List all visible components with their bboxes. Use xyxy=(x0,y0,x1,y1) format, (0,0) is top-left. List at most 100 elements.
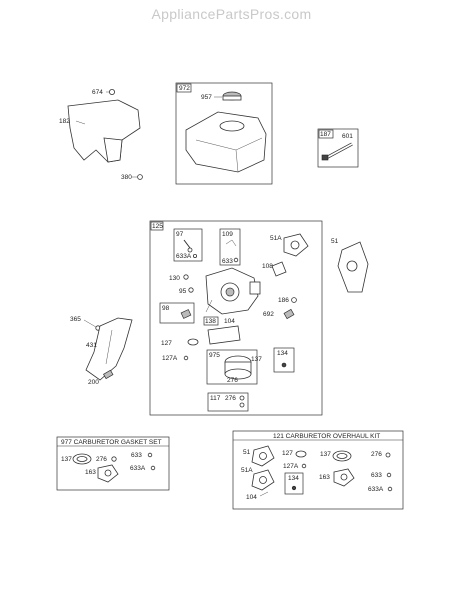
kit121-label-127: 127 xyxy=(282,450,293,457)
part-134[interactable] xyxy=(281,362,287,368)
kit121-label-276: 276 xyxy=(371,451,382,458)
callout-51A: 51A xyxy=(270,235,282,242)
callout-186: 186 xyxy=(278,297,289,304)
kit977-label-137: 137 xyxy=(61,456,72,463)
callout-51: 51 xyxy=(331,238,339,245)
watermark-text: AppliancePartsPros.com xyxy=(151,6,312,22)
kit-977-frame xyxy=(56,436,170,491)
kit977-oring-633[interactable] xyxy=(147,452,153,458)
air-guide-431[interactable] xyxy=(85,317,133,381)
fuel-tank[interactable] xyxy=(185,111,267,173)
kit-977-title: 977 CARBURETOR GASKET SET xyxy=(61,439,162,446)
screw-674[interactable] xyxy=(109,89,116,96)
screw-380[interactable] xyxy=(137,174,143,180)
kit121-label-104: 104 xyxy=(246,494,257,501)
callout-137: 137 xyxy=(251,356,262,363)
part-group-carburetor: 125 97 633A 109 633 51A 130 95 108 xyxy=(149,220,323,416)
kit121-label-51A: 51A xyxy=(241,467,253,474)
oring-633[interactable] xyxy=(233,257,239,263)
spring-97 xyxy=(187,247,193,253)
kit121-oring-633A[interactable] xyxy=(387,486,393,492)
link-109[interactable] xyxy=(225,239,237,247)
carburetor-frame xyxy=(149,220,323,416)
part-117-a[interactable] xyxy=(239,395,245,401)
fuel-line-frame xyxy=(317,128,359,168)
part-group-fuel-tank: 972 957 xyxy=(175,82,273,185)
part-108[interactable] xyxy=(271,261,287,277)
callout-431: 431 xyxy=(86,342,97,349)
callout-117: 117 xyxy=(210,395,221,402)
part-127[interactable] xyxy=(187,338,199,346)
callout-633-109: 633 xyxy=(222,258,233,265)
callout-601: 601 xyxy=(342,133,353,140)
callout-127: 127 xyxy=(161,340,172,347)
part-117-b[interactable] xyxy=(239,402,245,408)
part-186[interactable] xyxy=(291,297,297,303)
callout-97: 97 xyxy=(176,231,184,238)
part-group-gasket-51: 51 xyxy=(331,238,369,293)
screw-98[interactable] xyxy=(180,309,192,319)
part-130[interactable] xyxy=(183,274,189,280)
kit-117-box xyxy=(207,392,249,412)
callout-365: 365 xyxy=(70,316,81,323)
kit977-label-633: 633 xyxy=(131,452,142,459)
callout-130: 130 xyxy=(169,275,180,282)
callout-104: 104 xyxy=(224,318,235,325)
callout-134: 134 xyxy=(277,350,288,357)
screw-200[interactable] xyxy=(103,369,114,380)
float-bowl-138[interactable] xyxy=(207,325,241,345)
fuel-line-clamp xyxy=(321,154,329,161)
kit121-part-127[interactable] xyxy=(295,450,307,458)
kit-134-box xyxy=(273,347,295,373)
part-group-bracket: 674 182 380 xyxy=(59,89,143,181)
callout-127A: 127A xyxy=(162,355,178,362)
fuel-tank-frame xyxy=(175,82,273,185)
kit977-oring-633A[interactable] xyxy=(150,465,156,471)
kit977-ring-276[interactable] xyxy=(111,456,117,462)
screw-692[interactable] xyxy=(283,308,295,320)
callout-109: 109 xyxy=(222,231,233,238)
kit977-label-163: 163 xyxy=(85,469,96,476)
kit-121-carburetor-overhaul-kit: 121 CARBURETOR OVERHAUL KIT 51 127 137 2… xyxy=(232,430,404,510)
kit-977-carburetor-gasket-set: 977 CARBURETOR GASKET SET 137 276 633 63… xyxy=(56,436,170,491)
callout-972: 972 xyxy=(179,85,190,92)
kit977-label-276: 276 xyxy=(96,456,107,463)
kit121-134-box xyxy=(284,472,304,495)
fuel-line-label-box xyxy=(318,129,334,139)
kit121-label-633: 633 xyxy=(371,472,382,479)
part-127A[interactable] xyxy=(183,355,189,361)
callout-98: 98 xyxy=(162,305,170,312)
kit121-pin-104[interactable] xyxy=(259,491,269,497)
kit121-ring-276[interactable] xyxy=(385,452,391,458)
fuel-tank-bracket[interactable] xyxy=(67,99,141,163)
callout-276-117: 276 xyxy=(225,395,236,402)
kit-97-box xyxy=(173,228,203,262)
kit121-part-134[interactable] xyxy=(291,485,297,491)
part-95[interactable] xyxy=(188,287,194,293)
callout-125: 125 xyxy=(152,223,163,230)
callout-138: 138 xyxy=(205,318,216,325)
callout-187: 187 xyxy=(320,131,331,138)
callout-108: 108 xyxy=(262,263,273,270)
kit121-label-633A: 633A xyxy=(368,486,384,493)
kit-975-box xyxy=(206,349,258,385)
kit121-label-137: 137 xyxy=(320,451,331,458)
kit121-oring-633[interactable] xyxy=(386,472,392,478)
fuel-tank-label-box xyxy=(176,83,192,93)
callout-674: 674 xyxy=(92,89,103,96)
oring-633A[interactable] xyxy=(192,253,197,258)
callout-200: 200 xyxy=(88,379,99,386)
kit977-label-633A: 633A xyxy=(130,465,146,472)
kit-109-box xyxy=(219,228,241,266)
callout-276-975: 276 xyxy=(227,377,238,384)
callout-957: 957 xyxy=(201,94,212,101)
callout-182: 182 xyxy=(59,118,70,125)
needle-97[interactable] xyxy=(183,239,191,249)
kit121-part-127A[interactable] xyxy=(301,463,307,469)
part-group-air-guide: 365 431 200 xyxy=(70,316,133,386)
kit121-label-51: 51 xyxy=(243,449,251,456)
tank-filler-neck xyxy=(219,120,245,132)
kit121-label-134: 134 xyxy=(288,475,299,482)
fuel-cap-skirt xyxy=(222,95,242,101)
